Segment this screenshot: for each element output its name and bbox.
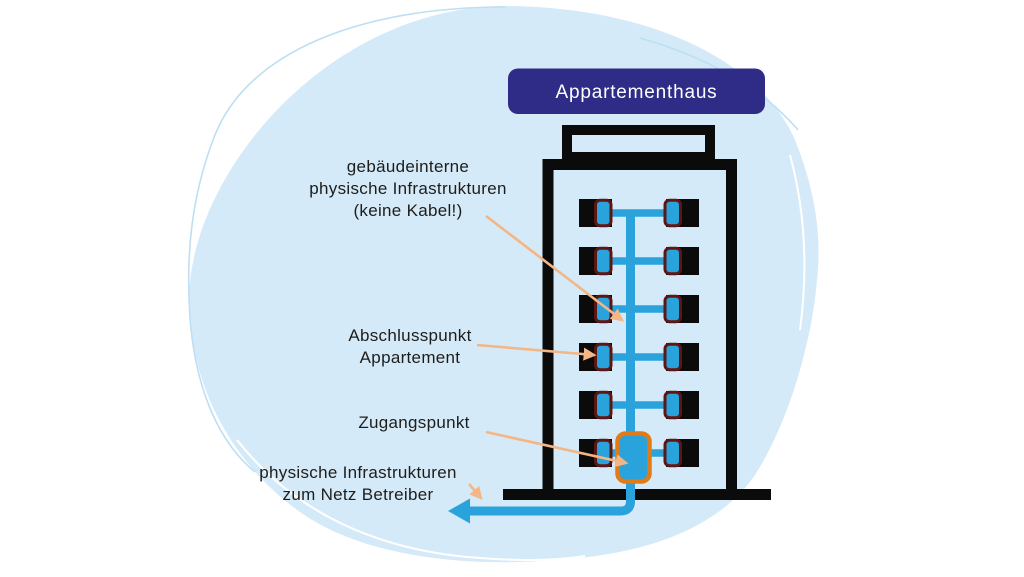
roof-structure (562, 125, 715, 162)
apartment-floor (579, 246, 699, 276)
termination-point-right (663, 294, 682, 324)
termination-point-right (663, 246, 682, 276)
pointer-arrow-network-line (468, 483, 483, 500)
termination-point-left (594, 390, 613, 420)
label-line: gebäudeinterne (346, 157, 470, 176)
termination-point-right (663, 198, 682, 228)
access-point-box (615, 431, 652, 484)
termination-point-left (594, 438, 613, 468)
label-line: physische Infrastrukturen (309, 179, 507, 198)
label-termination-point: Abschlusspunkt Appartement (348, 325, 471, 369)
blob-seam-bottom (236, 439, 586, 562)
label-line: physische Infrastrukturen (259, 463, 457, 482)
network-arrow-head (448, 498, 470, 524)
termination-point-left (594, 246, 613, 276)
termination-point-left (594, 198, 613, 228)
termination-point-right (663, 390, 682, 420)
termination-point-right (663, 342, 682, 372)
label-line: (keine Kabel!) (353, 201, 463, 220)
title-label: Appartementhaus (556, 82, 718, 103)
label-access-point: Zugangspunkt (358, 412, 469, 434)
blob-outline-arc-left (187, 6, 506, 473)
blob-seam-right (789, 154, 806, 331)
title-box (508, 68, 765, 114)
label-line: zum Netz Betreiber (282, 485, 434, 504)
floors (579, 198, 699, 468)
termination-point-left (594, 342, 613, 372)
termination-point-right (663, 438, 682, 468)
label-line: Abschlusspunkt (348, 326, 472, 345)
label-to-network-operator: physische Infrastrukturen zum Netz Betre… (259, 462, 456, 506)
riser-and-feed-line (467, 209, 635, 516)
label-line: Appartement (359, 348, 461, 367)
background-blob (188, 5, 819, 563)
label-line: Zugangspunkt (358, 413, 470, 432)
building-outline (542, 159, 737, 500)
label-building-internal: gebäudeinterne physische Infrastrukturen… (309, 156, 506, 222)
apartment-floor (579, 198, 699, 228)
pointer-arrow-termination-point (476, 343, 597, 361)
pointer-arrow-internal-infrastructure (485, 214, 625, 322)
pointer-arrow-access-point (485, 430, 629, 468)
apartment-floor (579, 390, 699, 420)
